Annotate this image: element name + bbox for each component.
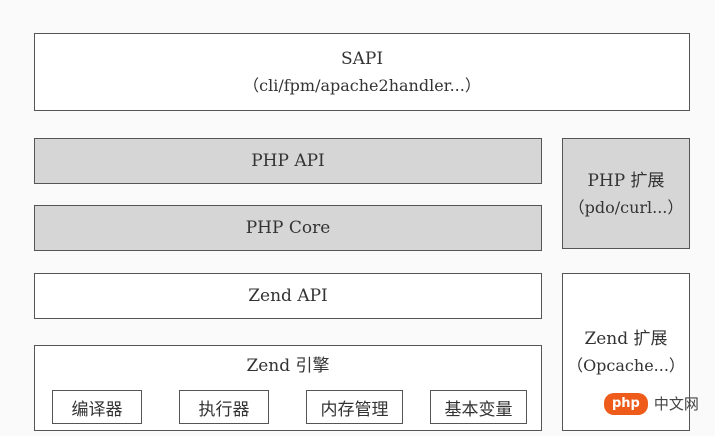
watermark-logo: php — [604, 393, 648, 415]
compiler-box: 编译器 — [52, 390, 142, 424]
php-ext-title: PHP 扩展 — [587, 170, 665, 191]
php-core-layer: PHP Core — [34, 205, 542, 251]
zend-engine-title: Zend 引擎 — [246, 356, 330, 376]
php-api-layer: PHP API — [34, 138, 542, 184]
zend-ext-title: Zend 扩展 — [584, 329, 668, 349]
basic-variables-box: 基本变量 — [430, 390, 527, 424]
php-ext-subtitle: （pdo/curl...） — [568, 197, 684, 217]
sapi-subtitle: （cli/fpm/apache2handler...） — [243, 76, 481, 95]
php-core-label: PHP Core — [245, 218, 331, 238]
php-api-label: PHP API — [251, 151, 325, 171]
site-watermark: php 中文网 — [604, 393, 699, 415]
watermark-text: 中文网 — [653, 395, 699, 413]
zend-engine-layer: Zend 引擎 编译器 执行器 内存管理 基本变量 — [34, 345, 542, 431]
memory-management-box: 内存管理 — [306, 390, 403, 424]
zend-ext-subtitle: （Opcache...） — [567, 356, 685, 375]
sapi-layer: SAPI （cli/fpm/apache2handler...） — [34, 33, 690, 111]
php-extensions-box: PHP 扩展 （pdo/curl...） — [562, 138, 690, 249]
zend-api-label: Zend API — [248, 286, 328, 306]
executor-box: 执行器 — [179, 390, 269, 424]
sapi-title: SAPI — [340, 49, 384, 69]
zend-api-layer: Zend API — [34, 273, 542, 319]
